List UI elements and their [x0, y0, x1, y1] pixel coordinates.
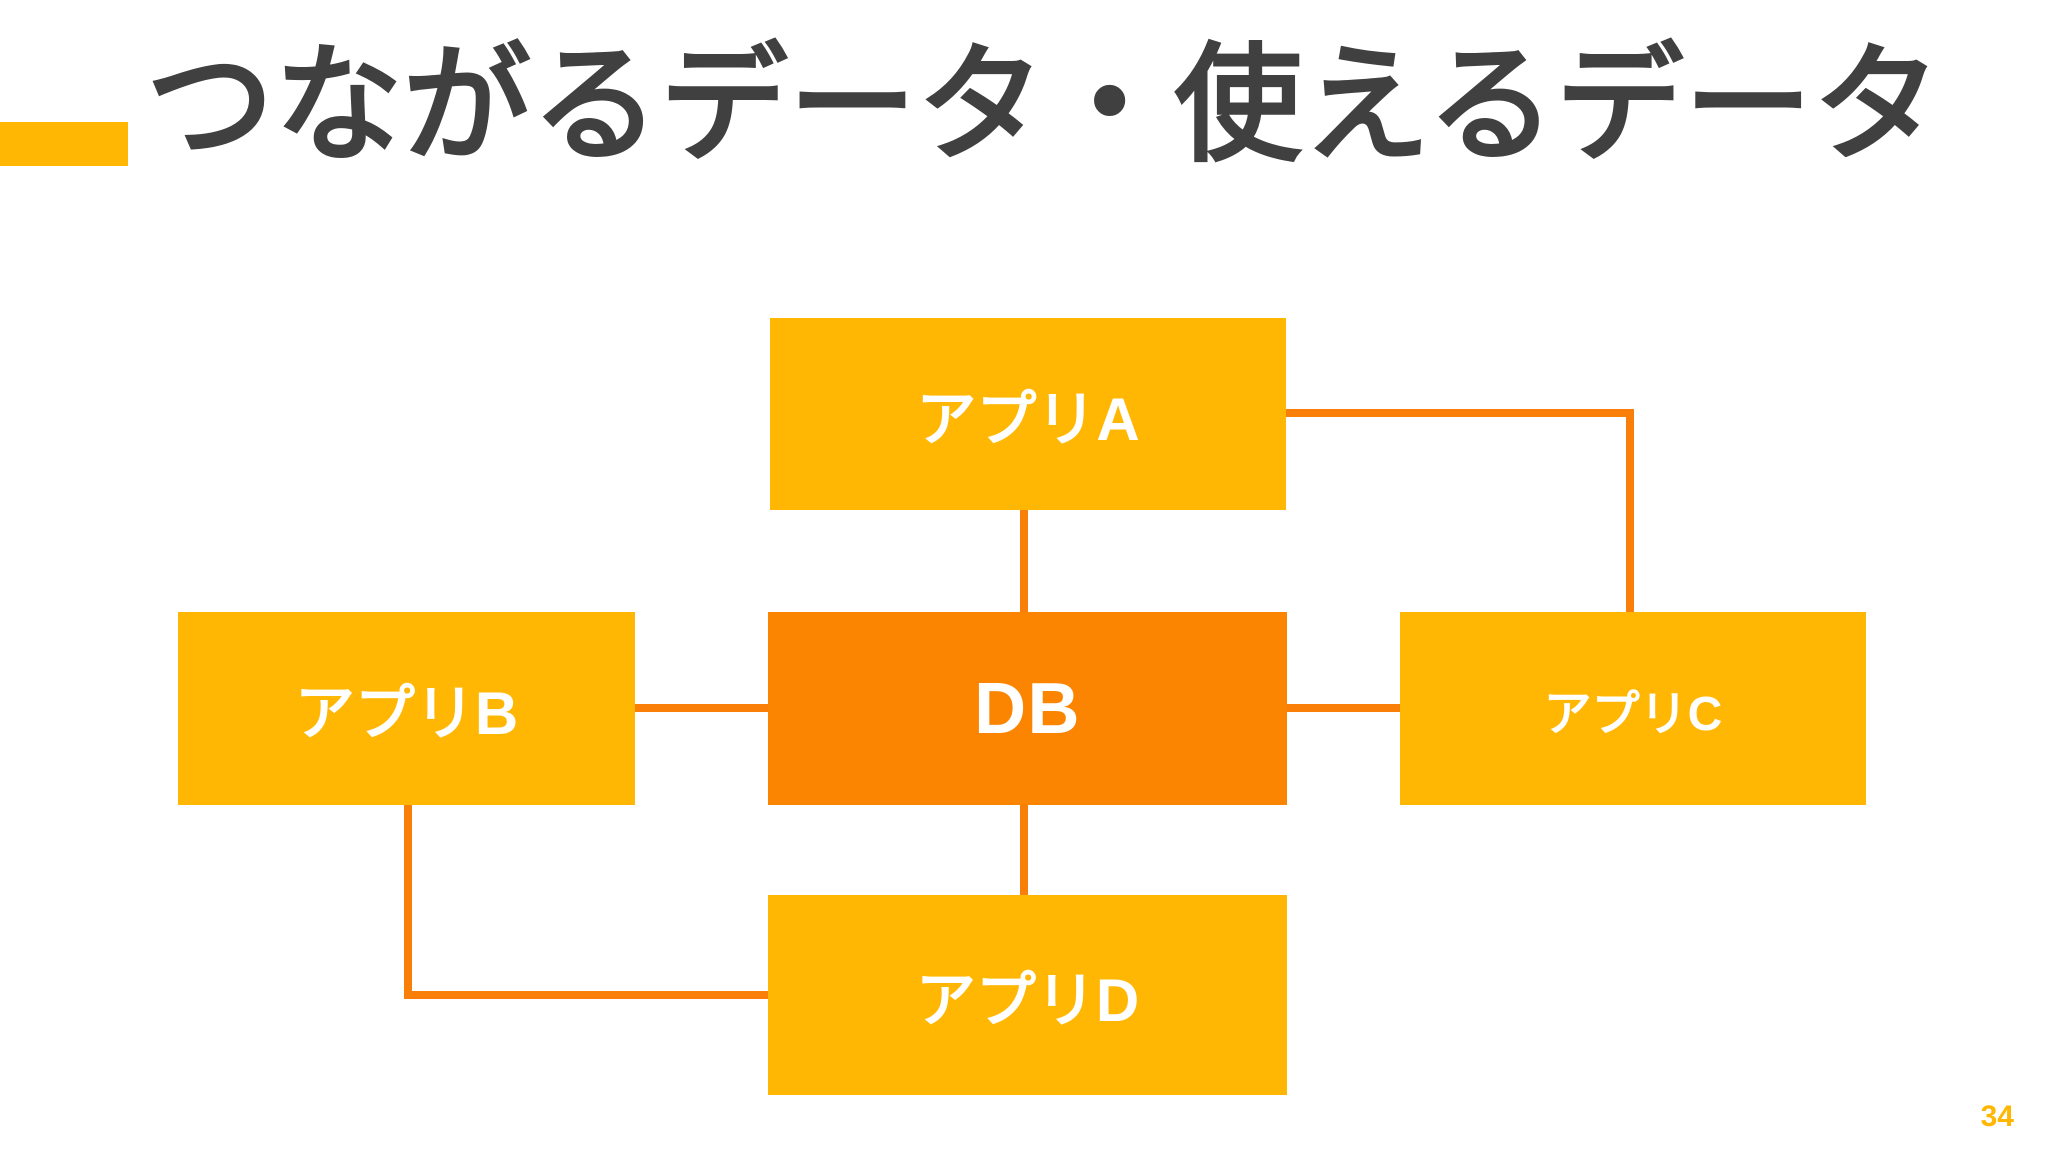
- diagram-node-app-a[interactable]: アプリA: [770, 318, 1286, 510]
- diagram-node-app-b[interactable]: アプリB: [178, 612, 635, 805]
- connector-app-b-to-db: [635, 704, 770, 712]
- title-accent-bar: [0, 122, 128, 166]
- connector-app-b-to-app-d-horizontal: [404, 991, 772, 999]
- connector-db-to-app-c: [1287, 704, 1402, 712]
- diagram-node-db[interactable]: DB: [768, 612, 1287, 805]
- title-row: つながるデータ・使えるデータ: [0, 0, 2048, 210]
- connector-db-to-app-d: [1020, 805, 1028, 897]
- diagram-node-app-a-label: アプリA: [916, 385, 1140, 453]
- diagram-node-app-b-label: アプリB: [294, 680, 519, 747]
- diagram-node-db-label: DB: [974, 668, 1081, 749]
- connector-app-b-to-app-d-vertical: [404, 805, 412, 999]
- connector-app-a-to-app-c-horizontal: [1286, 409, 1634, 417]
- diagram-node-app-c[interactable]: アプリC: [1400, 612, 1866, 805]
- connector-app-a-to-db: [1020, 510, 1028, 614]
- connector-app-a-to-app-c-vertical: [1626, 409, 1634, 614]
- diagram-node-app-d[interactable]: アプリD: [768, 895, 1287, 1095]
- page-number: 34: [1980, 1100, 2014, 1133]
- page-title: つながるデータ・使えるデータ: [146, 34, 1942, 177]
- diagram-node-app-c-label: アプリC: [1543, 687, 1723, 741]
- diagram-node-app-d-label: アプリD: [915, 966, 1140, 1034]
